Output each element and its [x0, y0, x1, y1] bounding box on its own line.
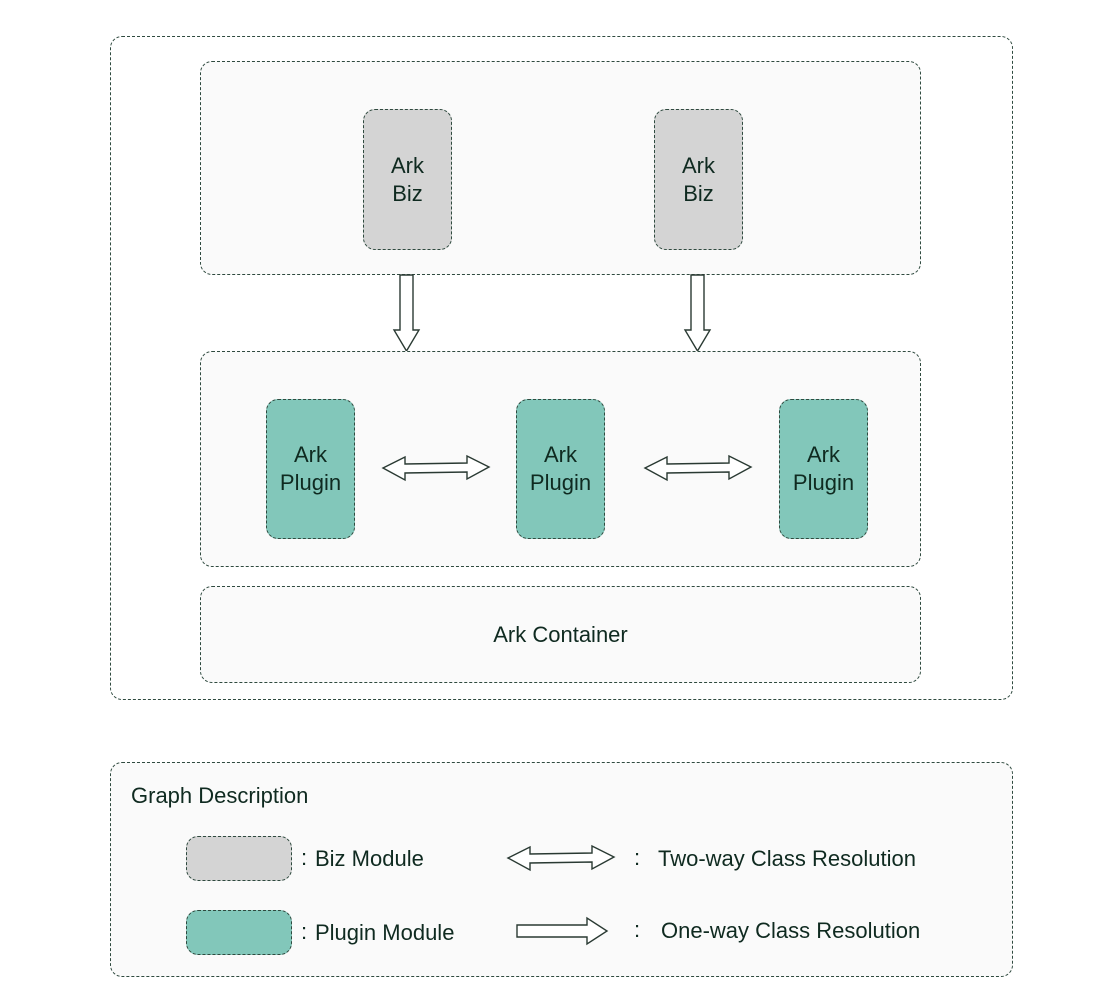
- ark-container-panel: Ark Container: [200, 586, 921, 683]
- ark-biz-module: Ark Biz: [654, 109, 743, 250]
- legend-separator: :: [301, 845, 308, 870]
- legend-separator: :: [301, 919, 308, 944]
- one-way-arrow-icon: [392, 274, 421, 353]
- legend-two-way-arrow-icon: [506, 844, 616, 872]
- legend-one-way-arrow-icon: [516, 916, 609, 946]
- two-way-arrow-icon: [381, 454, 491, 482]
- ark-plugin-module: Ark Plugin: [516, 399, 605, 539]
- legend-biz-label: Biz Module: [315, 846, 424, 871]
- architecture-frame: [110, 36, 1013, 700]
- two-way-arrow-icon: [643, 454, 753, 482]
- module-label-line1: Ark: [682, 152, 715, 178]
- module-label-line2: Plugin: [792, 470, 855, 495]
- module-label-line2: Biz: [683, 180, 714, 206]
- module-label-line1: Ark: [294, 442, 327, 467]
- ark-plugin-module: Ark Plugin: [779, 399, 868, 539]
- ark-biz-module: Ark Biz: [363, 109, 452, 250]
- biz-layer-panel: [200, 61, 921, 275]
- legend-one-way-label: One-way Class Resolution: [661, 918, 921, 943]
- module-label-line2: Plugin: [529, 470, 592, 495]
- legend-separator: :: [634, 845, 641, 870]
- legend-title: Graph Description: [131, 783, 309, 808]
- legend-biz-swatch: [186, 836, 292, 881]
- module-label-line2: Biz: [392, 180, 423, 206]
- module-label-line2: Plugin: [279, 470, 342, 495]
- legend-plugin-swatch: [186, 910, 292, 955]
- legend-two-way-label: Two-way Class Resolution: [658, 846, 916, 871]
- one-way-arrow-icon: [683, 274, 712, 353]
- module-label-line1: Ark: [544, 442, 577, 467]
- module-label-line1: Ark: [807, 442, 840, 467]
- legend-separator: :: [634, 917, 641, 942]
- module-label-line1: Ark: [391, 152, 424, 178]
- legend-plugin-label: Plugin Module: [315, 920, 455, 945]
- ark-plugin-module: Ark Plugin: [266, 399, 355, 539]
- container-label: Ark Container: [493, 621, 628, 647]
